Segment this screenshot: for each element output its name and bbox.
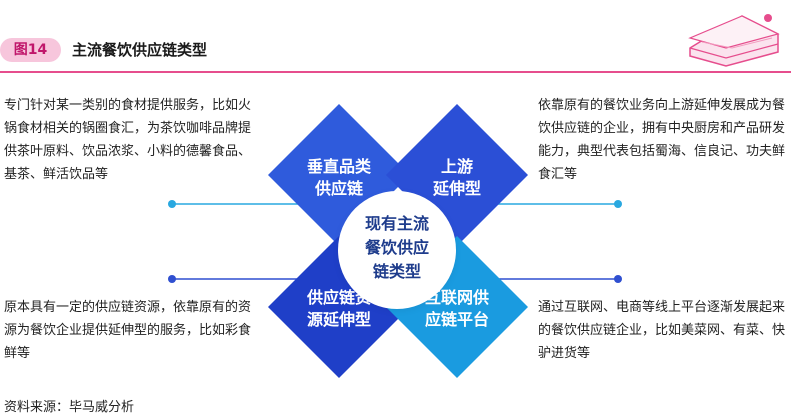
- label-line: 垂直品类: [306, 157, 371, 176]
- center-title-line: 现有主流: [364, 214, 429, 233]
- label-resource-extension: 供应链资 源延伸型: [294, 287, 384, 331]
- connector-top-left: [168, 200, 315, 208]
- label-line: 应链平台: [424, 310, 489, 329]
- description-vertical-category: 专门针对某一类别的食材提供服务，比如火锅食材相关的锅圈食汇，为茶饮咖啡品牌提供茶…: [4, 98, 252, 182]
- description-upstream-extension: 依靠原有的餐饮业务向上游延伸发展成为餐饮供应链的企业，拥有中央厨房和产品研发能力…: [538, 98, 786, 182]
- source-note: 资料来源：毕马威分析: [4, 400, 135, 415]
- connector-bottom-left: [168, 275, 315, 283]
- label-internet-platform: 互联网供 应链平台: [412, 287, 502, 331]
- description-resource-extension: 原本具有一定的供应链资源，依靠原有的资源为餐饮企业提供延伸型的服务，比如彩食鲜等: [4, 300, 252, 361]
- center-circle: [342, 195, 452, 305]
- connector-top-right: [478, 200, 622, 208]
- label-line: 源延伸型: [306, 310, 371, 329]
- label-line: 延伸型: [432, 179, 481, 198]
- center-title: 现有主流 餐饮供应 链类型: [342, 212, 452, 284]
- description-internet-platform: 通过互联网、电商等线上平台逐渐发展起来的餐饮供应链企业，比如美菜网、有菜、快驴进…: [538, 300, 786, 361]
- center-title-line: 链类型: [372, 262, 421, 281]
- header-divider: [0, 71, 791, 73]
- label-line: 上游: [440, 157, 473, 176]
- label-line: 供应链资: [306, 288, 371, 307]
- label-line: 互联网供: [424, 288, 489, 307]
- label-upstream-extension: 上游 延伸型: [412, 156, 502, 200]
- label-vertical-category: 垂直品类 供应链: [294, 156, 384, 200]
- label-line: 供应链: [314, 179, 363, 198]
- connector-bottom-right: [478, 275, 622, 283]
- center-title-line: 餐饮供应: [364, 238, 429, 257]
- figure-number-badge: 图14: [0, 38, 61, 62]
- figure-title: 主流餐饮供应链类型: [72, 41, 208, 59]
- figure-header: 图14 主流餐饮供应链类型: [0, 0, 791, 80]
- cake-slice-icon: [688, 14, 780, 67]
